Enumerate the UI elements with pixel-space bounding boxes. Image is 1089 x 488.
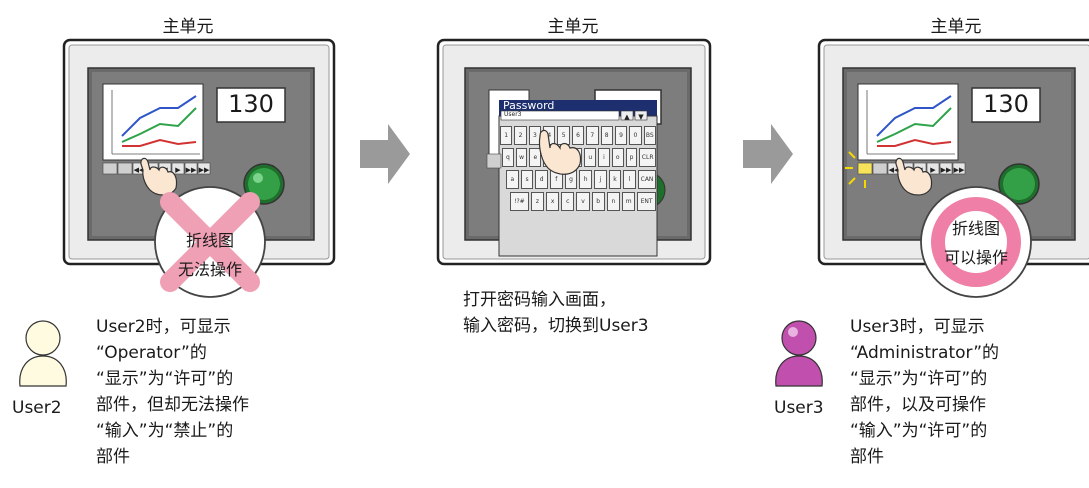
key[interactable]: 1 — [500, 126, 513, 145]
user2-avatar-icon — [19, 320, 67, 387]
ok-ring-icon — [931, 197, 1021, 287]
key[interactable]: j — [594, 170, 607, 189]
caption-line: “Administrator”的 — [850, 343, 1000, 363]
key[interactable]: a — [506, 170, 519, 189]
panel3-title: 主单元 — [930, 17, 982, 37]
key[interactable]: h — [579, 170, 593, 189]
key[interactable]: w — [515, 148, 528, 167]
key[interactable]: 7 — [586, 126, 599, 145]
caption-line: 部件，以及可操作 — [850, 395, 986, 415]
panel3-circle-line1: 折线图 — [951, 219, 1000, 238]
key[interactable]: c — [561, 192, 575, 211]
arrow-right-icon — [360, 124, 410, 184]
key[interactable]: m — [622, 192, 636, 211]
key[interactable]: 8 — [600, 126, 613, 145]
caption-line: 打开密码输入画面， — [463, 290, 616, 310]
caption-line: “显示”为“许可”的 — [96, 369, 234, 389]
key[interactable]: BS — [643, 126, 656, 145]
caption-line: User3时，可显示 — [850, 317, 985, 337]
panel1-magnifier — [154, 186, 266, 298]
key[interactable]: k — [608, 170, 622, 189]
password-keyboard: 1234567890BSqwertyuiopCLRasdfghjklCAN!?#… — [500, 126, 657, 214]
svg-text:▲: ▲ — [624, 113, 630, 121]
caption-line: “输入”为“禁止”的 — [96, 421, 234, 441]
user3-label: User3 — [774, 398, 824, 418]
arrow-right-icon — [743, 124, 793, 184]
panel1-circle-line2: 无法操作 — [177, 260, 242, 279]
key[interactable]: i — [598, 148, 610, 167]
user2-label: User2 — [12, 398, 62, 418]
hand-pointer-icon — [538, 129, 582, 175]
key[interactable]: e — [529, 148, 542, 167]
key[interactable]: 9 — [614, 126, 628, 145]
user2-caption: User2时，可显示 “Operator”的 “显示”为“许可”的部件，但却无法操作… — [96, 314, 249, 470]
key[interactable]: s — [520, 170, 534, 189]
panel3-display-value: 130 — [983, 90, 1029, 118]
key[interactable]: CAN — [638, 170, 657, 189]
svg-text:▼: ▼ — [638, 113, 644, 121]
key[interactable]: o — [611, 148, 624, 167]
key[interactable]: n — [606, 192, 621, 211]
key[interactable]: b — [591, 192, 605, 211]
caption-line: User2时，可显示 — [96, 317, 231, 337]
key[interactable]: 2 — [514, 126, 527, 145]
panel1-device: ◀◀ ◀◀ ◀ ▶ ▶▶ ▶▶ — [62, 38, 336, 266]
panel1-display-value: 130 — [228, 90, 274, 118]
svg-text:▶▶: ▶▶ — [941, 166, 952, 174]
key[interactable]: u — [584, 148, 597, 167]
key[interactable]: 6 — [571, 126, 585, 145]
key[interactable]: CLR — [639, 148, 656, 167]
svg-text:▶: ▶ — [175, 166, 181, 174]
svg-text:▶▶: ▶▶ — [199, 166, 210, 174]
panel3-circle-line2: 可以操作 — [943, 248, 1008, 267]
key[interactable]: q — [502, 148, 514, 167]
svg-text:◀◀: ◀◀ — [889, 166, 900, 174]
key[interactable]: v — [576, 192, 590, 211]
caption-line: 部件 — [96, 447, 130, 467]
middle-caption: 打开密码输入画面， 输入密码，切换到User3 — [463, 287, 649, 339]
svg-text:▶: ▶ — [930, 166, 936, 174]
panel3-device: ◀◀ ◀◀ ◀ ▶ ▶▶ ▶▶ — [817, 38, 1089, 266]
password-user-field[interactable]: User3 — [504, 111, 522, 118]
caption-line: “显示”为“许可”的 — [850, 369, 988, 389]
user3-caption: User3时，可显示 “Administrator”的 “显示”为“许可”的部件，以… — [850, 314, 999, 470]
user3-avatar-icon — [775, 320, 823, 387]
panel2-title: 主单元 — [547, 17, 599, 37]
key[interactable]: l — [623, 170, 637, 189]
svg-text:▶▶: ▶▶ — [954, 166, 965, 174]
caption-line: “输入”为“许可”的 — [850, 421, 988, 441]
key[interactable]: d — [535, 170, 549, 189]
caption-line: “Operator”的 — [96, 343, 207, 363]
svg-text:▶▶: ▶▶ — [186, 166, 197, 174]
key[interactable]: ENT — [637, 192, 657, 211]
key[interactable]: p — [625, 148, 638, 167]
caption-line: 部件，但却无法操作 — [96, 395, 249, 415]
svg-text:◀◀: ◀◀ — [134, 166, 145, 174]
caption-line: 部件 — [850, 447, 884, 467]
key[interactable]: 0 — [629, 126, 642, 145]
key[interactable]: !?# — [510, 192, 529, 211]
panel1-circle-line1: 折线图 — [185, 231, 234, 250]
cross-mark — [160, 192, 260, 292]
caption-line: 输入密码，切换到User3 — [463, 316, 649, 336]
panel3-magnifier — [920, 186, 1032, 298]
key[interactable]: z — [530, 192, 544, 211]
panel1-title: 主单元 — [162, 17, 214, 37]
password-title: Password — [503, 99, 555, 112]
key[interactable]: x — [546, 192, 560, 211]
